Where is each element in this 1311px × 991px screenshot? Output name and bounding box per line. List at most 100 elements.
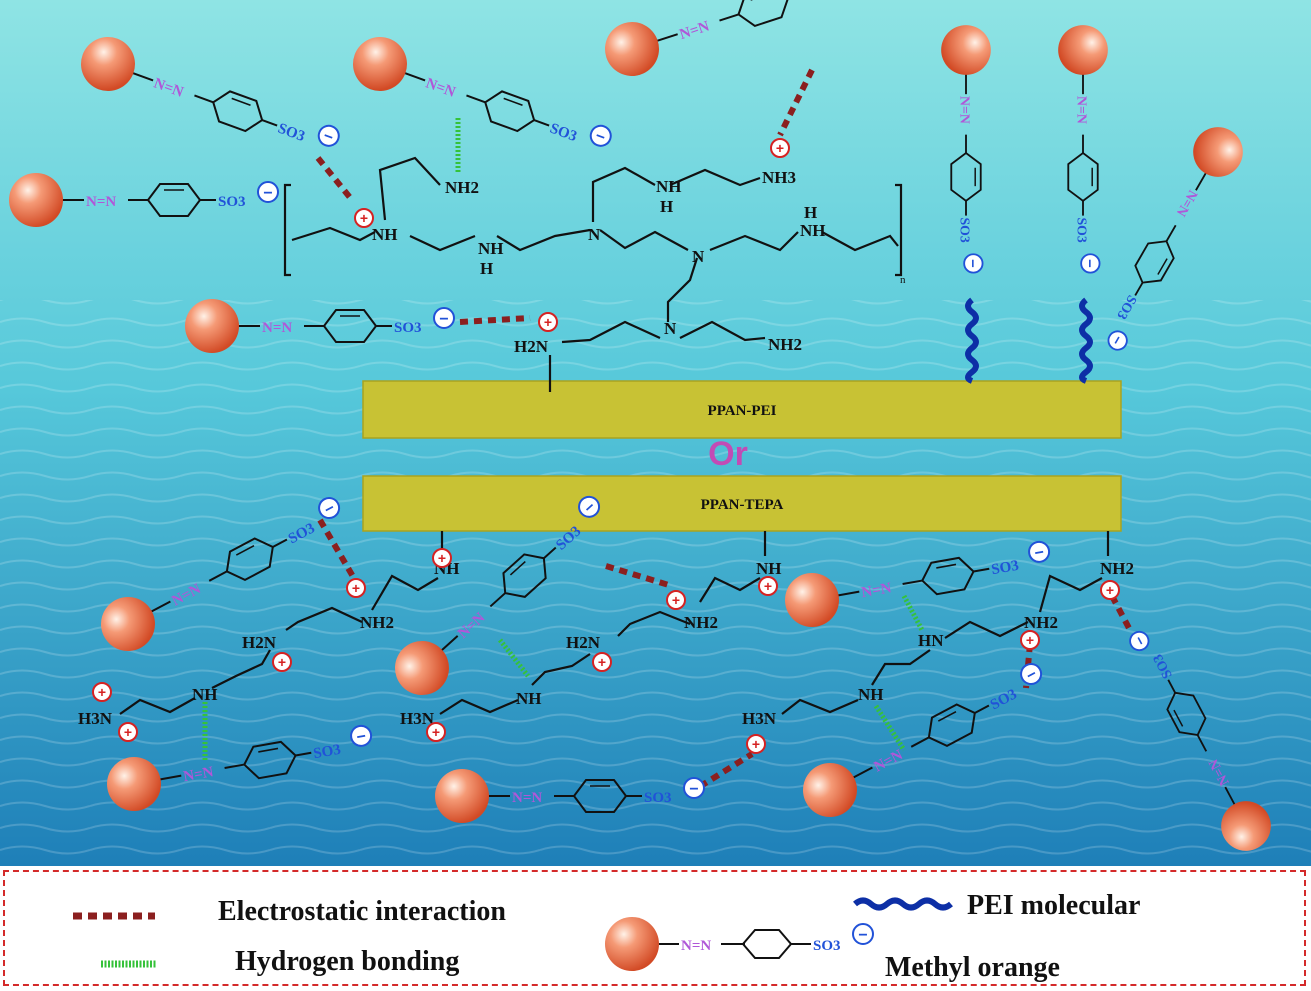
negative-charge-sign: − [1081, 259, 1097, 268]
electrostatic-link-6 [1109, 594, 1133, 632]
pei-atom-nh2-6: NH2 [445, 178, 479, 197]
legend-hydrogen-label: Hydrogen bonding [235, 946, 460, 977]
azo-ring-link [910, 736, 930, 748]
positive-charge-sign: + [752, 736, 760, 752]
pei-molecular-wave-1 [965, 297, 979, 384]
negative-charge-circle [683, 777, 705, 799]
dye-sphere [185, 299, 239, 353]
positive-charge-sign: + [598, 654, 606, 670]
benzene-ring [212, 90, 264, 133]
positive-charge-sign: + [776, 140, 784, 156]
pei-atom-nh3-8: NH3 [762, 168, 796, 187]
electrostatic-link-7 [1023, 643, 1033, 689]
positive-charge-sign: + [1026, 632, 1034, 648]
negative-charge-circle [1028, 540, 1051, 563]
sulfonate-label: SO3 [312, 742, 342, 763]
ring-double-bond [936, 563, 957, 569]
legend-methyl-orange-label: Methyl orange [885, 952, 1060, 983]
benzene-ring [1067, 151, 1099, 203]
negative-charge-circle [350, 724, 373, 747]
benzene-ring [225, 537, 274, 582]
electrostatic-links [315, 68, 1133, 797]
benzene-ring [243, 740, 297, 780]
azo-group-label: N=N [512, 790, 542, 806]
sulfonate-label: SO3 [957, 217, 972, 242]
positive-charge-circle [538, 312, 558, 332]
ring-double-bond [937, 710, 957, 722]
tepa-atom-h3n-b: H3N [400, 709, 435, 728]
sulfonate-label: SO3 [218, 194, 246, 210]
pei-repeat-subscript: n [900, 274, 906, 286]
benzene-ring [322, 309, 378, 343]
positive-charge-sign: + [278, 654, 286, 670]
negative-charge-sign: − [964, 259, 980, 268]
benzene-ring [927, 703, 976, 748]
negative-charge-circle [1129, 630, 1150, 652]
dye-sphere [435, 769, 489, 823]
tepa-atom-h2n-b: H2N [566, 633, 601, 652]
ring-so3-link [973, 567, 990, 573]
ring-double-bond [509, 560, 526, 576]
methyl-orange-linker [150, 600, 171, 613]
pei-atom-nh2-11: NH2 [768, 335, 802, 354]
legend-pei-label: PEI molecular [967, 890, 1141, 921]
ring-double-bond [235, 544, 255, 556]
hydrogen-bond-link-5 [873, 704, 907, 752]
legend-methyl-orange-sphere [605, 917, 659, 971]
positive-charge-circle [746, 734, 766, 754]
electrostatic-link-3 [777, 68, 815, 137]
negative-charge-circle [257, 181, 279, 203]
ring-so3-link [533, 119, 550, 127]
positive-charge-circle [1100, 580, 1120, 600]
sulfonate-label: SO3 [1074, 217, 1089, 242]
tepa-atom-nh2-c2: NH2 [1024, 613, 1058, 632]
pei-atom-h2n-10: H2N [514, 337, 549, 356]
azo-group-label: N=N [1074, 96, 1089, 124]
positive-charge-circle [758, 576, 778, 596]
pei-atom-n-4: N [692, 247, 705, 266]
tepa-atom-h3n-a: H3N [78, 709, 113, 728]
tepa-atom-hn-c: HN [918, 631, 944, 650]
methyl-orange-linker [440, 635, 459, 652]
or-label: Or [708, 435, 748, 473]
dye-sphere [353, 37, 407, 91]
pei-atom-h-5: H [804, 203, 817, 222]
ring-double-bond [231, 97, 251, 106]
negative-charge-circle [433, 307, 455, 329]
benzene-ring [737, 0, 790, 28]
dye-sphere [605, 22, 659, 76]
legend-graphics: N=N SO3 − [73, 897, 953, 971]
ring-double-bond [503, 97, 523, 106]
methyl-orange-linker [656, 33, 678, 42]
positive-charge-circle [426, 722, 446, 742]
ring-so3-link [272, 538, 288, 548]
negative-charge-circle [318, 497, 341, 520]
pei-atom-nh-7: NH [656, 177, 682, 196]
positive-charge-circle [592, 652, 612, 672]
pei-atom-h-2: H [480, 259, 493, 278]
methyl-orange-linker [837, 590, 860, 597]
positive-charge-sign: + [1106, 582, 1114, 598]
methyl-orange-linker [1195, 172, 1207, 191]
electrostatic-link-5 [605, 563, 673, 589]
dye-sphere [941, 25, 991, 75]
azo-ring-link [1165, 224, 1177, 242]
dye-sphere [9, 173, 63, 227]
positive-charge-sign: + [764, 578, 772, 594]
pei-atom-n-9: N [664, 319, 677, 338]
dye-sphere [81, 37, 135, 91]
ppan-tepa-label: PPAN-TEPA [701, 497, 784, 513]
azo-ring-link [224, 763, 245, 770]
methyl-orange-linker [159, 774, 182, 781]
dye-sphere [803, 763, 857, 817]
legend-so3-label: SO3 [813, 938, 841, 954]
positive-charge-circle [272, 652, 292, 672]
pei-atom-nh-1: NH [372, 225, 398, 244]
legend-box: N=N SO3 − Electrostatic interaction Hydr… [3, 870, 1306, 986]
